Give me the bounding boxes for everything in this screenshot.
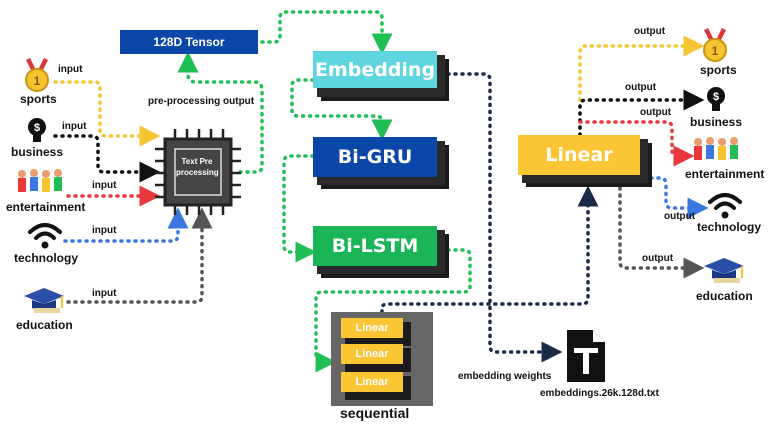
svg-text:$: $	[34, 122, 40, 134]
embedding-weights-label: embedding weights	[458, 371, 552, 382]
output-wire-business	[578, 89, 705, 137]
wifi-icon	[28, 223, 62, 249]
wire-embedding-weights	[446, 72, 563, 363]
input-wire-education	[66, 207, 213, 304]
svg-text:$: $	[713, 91, 719, 103]
input-name-sports: sports	[20, 92, 57, 106]
graduation-cap-icon	[24, 288, 64, 313]
dancers-icon	[694, 137, 738, 160]
dancers-icon	[18, 169, 62, 192]
wire-bilstm-to-sequential	[314, 248, 472, 373]
output-name-sports: sports	[700, 63, 737, 77]
input-label-business: input	[62, 121, 87, 132]
wire-tensor-to-embedding	[260, 10, 393, 55]
input-name-technology: technology	[14, 251, 79, 265]
tensor-block: 128D Tensor	[120, 30, 258, 54]
input-name-business: business	[11, 145, 64, 159]
lightbulb-dollar-icon: $	[707, 87, 725, 111]
input-label-sports: input	[58, 64, 83, 75]
text-file-icon	[567, 330, 605, 382]
wire-embedding-to-bigru	[290, 78, 393, 141]
output-name-entertainment: entertainment	[685, 167, 765, 181]
output-label-business: output	[625, 82, 657, 93]
wire-chip-to-tensor	[177, 51, 264, 174]
wire-sequential-to-linear	[380, 185, 599, 314]
output-wire-education	[618, 186, 705, 279]
medal-icon: 1	[25, 58, 49, 92]
svg-text:1: 1	[34, 74, 41, 88]
output-label-entertainment: output	[640, 107, 672, 118]
mini-linear-2: Linear	[341, 344, 403, 364]
output-label-sports: output	[634, 26, 666, 37]
mini-linear-1: Linear	[341, 318, 403, 338]
wire-bigru-to-bilstm	[282, 154, 317, 263]
chip-label: Text Pre processing	[176, 157, 219, 177]
input-name-education: education	[16, 318, 73, 332]
input-label-technology: input	[92, 225, 117, 236]
input-wire-business	[53, 134, 161, 183]
output-name-business: business	[690, 115, 743, 129]
input-label-education: input	[92, 288, 117, 299]
embeddings-file-label: embeddings.26k.128d.txt	[540, 388, 659, 399]
output-label-education: output	[642, 253, 674, 264]
linear-block: Linear	[518, 135, 640, 175]
lightbulb-dollar-icon: $	[28, 118, 46, 142]
wifi-icon	[708, 193, 742, 219]
cpu-chip-icon	[155, 129, 241, 215]
input-wire-sports	[53, 80, 161, 147]
bigru-block: Bi-GRU	[313, 137, 437, 177]
output-wire-sports	[578, 35, 705, 137]
embedding-block: Embedding	[313, 51, 437, 88]
svg-text:1: 1	[712, 44, 719, 58]
output-wire-technology	[642, 176, 709, 219]
output-name-education: education	[696, 289, 753, 303]
medal-icon: 1	[703, 28, 727, 62]
mini-linear-3: Linear	[341, 372, 403, 392]
bilstm-block: Bi-LSTM	[313, 226, 437, 266]
preprocessing-output-label: pre-processing output	[148, 96, 255, 107]
graduation-cap-icon	[704, 258, 744, 283]
input-label-entertainment: input	[92, 180, 117, 191]
input-wire-technology	[63, 207, 189, 243]
input-name-entertainment: entertainment	[6, 200, 86, 214]
sequential-label: sequential	[340, 405, 410, 421]
output-name-technology: technology	[697, 220, 762, 234]
output-label-technology: output	[664, 211, 696, 222]
output-wire-entertainment	[578, 120, 695, 167]
